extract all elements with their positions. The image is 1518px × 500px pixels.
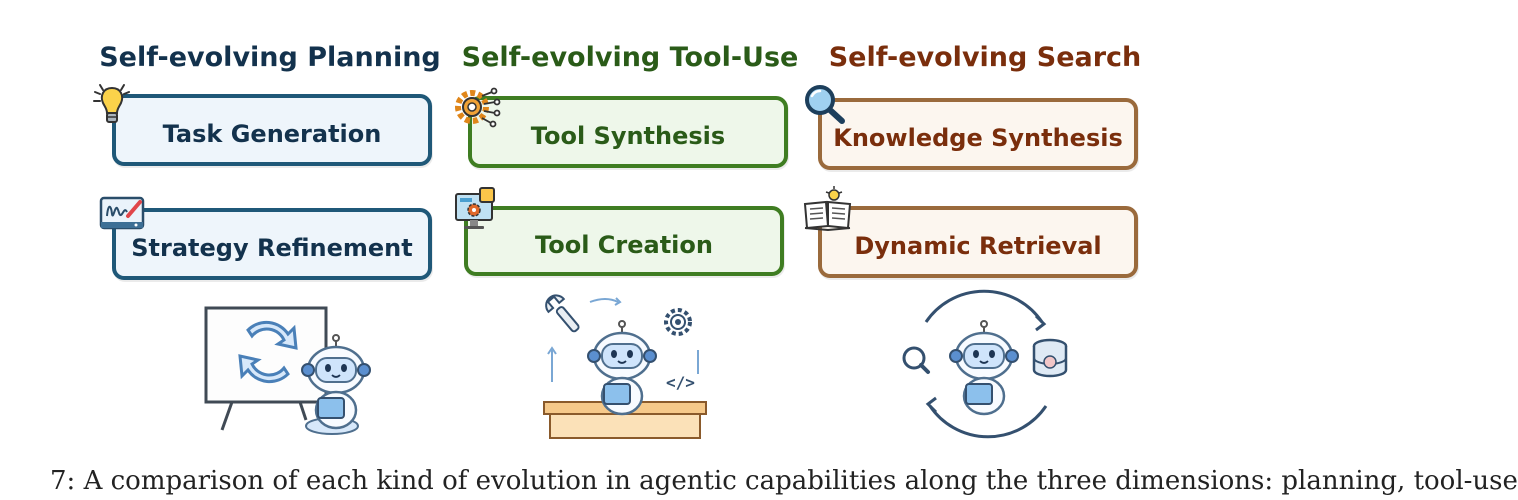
tool-synthesis-label: Tool Synthesis [530,122,726,150]
magnifier-small-icon [902,346,930,374]
magnifier-icon [805,85,845,124]
database-brain-icon [1032,338,1068,378]
wrench-icon [545,294,580,333]
dynamic-retrieval-box: Dynamic Retrieval [818,206,1138,278]
figure-caption-fragment: 7: A comparison of each kind of evolutio… [50,466,1518,496]
planning-illustration [204,306,372,435]
gear-circuit-icon [455,87,501,128]
knowledge-synthesis-label: Knowledge Synthesis [833,124,1123,152]
open-book-bulb-icon [803,186,852,232]
tool-synthesis-box: Tool Synthesis [468,96,788,168]
cycle-arrows-icon [924,289,1048,439]
tool-creation-label: Tool Creation [535,231,713,259]
task-generation-label: Task Generation [162,120,382,148]
task-generation-box: Task Generation [112,94,432,166]
code-symbol-icon: </> [666,373,695,392]
column-title-tool-use: Self-evolving Tool-Use [461,42,799,73]
drawing-tablet-icon [99,196,145,230]
gear-icon [664,308,692,336]
monitor-gear-icon [455,187,495,229]
lightbulb-icon [93,84,130,123]
tool-creation-box: Tool Creation [464,206,784,276]
column-title-planning: Self-evolving Planning [99,42,441,73]
cycle-arrows-icon [238,320,298,384]
column-title-search: Self-evolving Search [828,42,1142,73]
dynamic-retrieval-label: Dynamic Retrieval [854,232,1102,260]
strategy-refinement-box: Strategy Refinement [112,208,432,280]
search-illustration [902,289,1068,439]
tool-use-illustration: </> [543,294,707,439]
strategy-refinement-label: Strategy Refinement [131,234,413,262]
knowledge-synthesis-box: Knowledge Synthesis [818,98,1138,170]
